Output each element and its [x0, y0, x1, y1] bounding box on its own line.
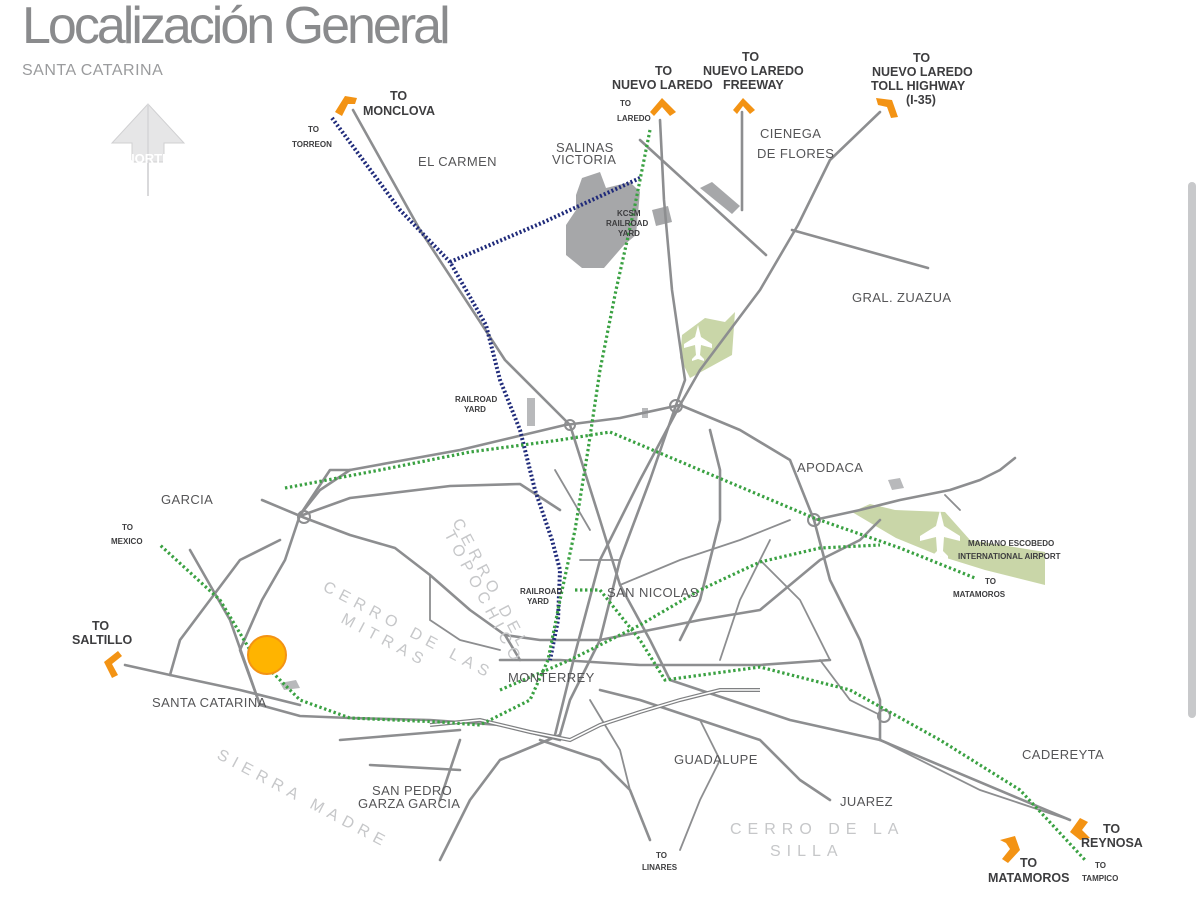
label-salinas-victoria-2: VICTORIA — [552, 152, 616, 167]
north-arrow-icon: NORTE — [110, 103, 186, 196]
dir-reynosa-2: REYNOSA — [1081, 836, 1143, 850]
airplane-icon — [920, 510, 960, 559]
kcsm-yard-2: RAILROAD — [606, 219, 648, 228]
interchange-icon — [297, 399, 891, 723]
airport-label-1: MARIANO ESCOBEDO — [968, 539, 1054, 548]
label-santa-catarina: SANTA CATARINA — [152, 695, 267, 710]
dir-torreon-1: TO — [308, 125, 319, 134]
dir-torreon-2: TORREON — [292, 140, 332, 149]
dir-monclova-1: TO — [390, 89, 407, 103]
airplane-icon — [684, 325, 712, 361]
label-juarez: JUAREZ — [840, 794, 893, 809]
railroad-yard-2-line1: RAILROAD — [520, 587, 562, 596]
label-apodaca: APODACA — [797, 460, 863, 475]
label-guadalupe: GUADALUPE — [674, 752, 758, 767]
dir-mexico-1: TO — [122, 523, 133, 532]
dir-nl-freeway-1: TO — [742, 50, 759, 64]
dir-nl-toll-3: TOLL HIGHWAY — [871, 79, 966, 93]
dir-nl-toll-4: (I-35) — [906, 93, 936, 107]
dir-linares-1: TO — [656, 851, 667, 860]
scrollbar[interactable] — [1188, 182, 1196, 718]
dir-linares-2: LINARES — [642, 863, 678, 872]
railroad-blue — [330, 116, 641, 661]
label-gral-zuazua: GRAL. ZUAZUA — [852, 290, 951, 305]
dir-laredo-2: LAREDO — [617, 114, 651, 123]
railroad-yard-1-line2: YARD — [464, 405, 486, 414]
kcsm-yard-1: KCSM — [617, 209, 641, 218]
label-cienega-1: CIENEGA — [760, 126, 821, 141]
airport-label-2: INTERNATIONAL AIRPORT — [958, 552, 1061, 561]
kcsm-yard-3: YARD — [618, 229, 640, 238]
dir-monclova-2: MONCLOVA — [363, 104, 435, 118]
label-san-nicolas: SAN NICOLAS — [607, 585, 699, 600]
label-monterrey: MONTERREY — [508, 670, 595, 685]
dir-nl-freeway-3: FREEWAY — [723, 78, 784, 92]
railroad-yard-2-line2: YARD — [527, 597, 549, 606]
dir-saltillo-2: SALTILLO — [72, 633, 132, 647]
dir-matamoros-rail-1: TO — [985, 577, 996, 586]
dir-nl-toll-1: TO — [913, 51, 930, 65]
dir-saltillo-1: TO — [92, 619, 109, 633]
railroad-green — [158, 129, 1087, 862]
label-san-pedro-1: SAN PEDRO — [372, 783, 452, 798]
dir-reynosa-1: TO — [1103, 822, 1120, 836]
label-garcia: GARCIA — [161, 492, 213, 507]
site-location-marker — [247, 635, 287, 675]
dir-matamoros-2: MATAMOROS — [988, 871, 1069, 885]
page-title: Localización General — [22, 0, 451, 55]
label-cadereyta: CADEREYTA — [1022, 747, 1104, 762]
dir-nuevo-laredo-1: TO — [655, 64, 672, 78]
compass-label: NORTE — [125, 151, 171, 166]
terrain-silla-line2: SILLA — [770, 843, 844, 860]
railroad-yard-1-line1: RAILROAD — [455, 395, 497, 404]
kcsm-yard-area — [566, 172, 740, 268]
small-yard-area — [280, 398, 904, 690]
road-network — [123, 108, 1072, 862]
label-cienega-2: DE FLORES — [757, 146, 834, 161]
dir-matamoros-rail-2: MATAMOROS — [953, 590, 1006, 599]
direction-arrow-icon — [104, 96, 1090, 863]
dir-nl-toll-2: NUEVO LAREDO — [872, 65, 973, 79]
facility-labels: KCSM RAILROAD YARD RAILROAD YARD RAILROA… — [455, 209, 1061, 606]
direction-labels: TO MONCLOVA TO TORREON TO NUEVO LAREDO T… — [72, 50, 1143, 885]
terrain-mitras-line1: CERRO DE LAS — [320, 579, 497, 684]
dir-laredo-1: TO — [620, 99, 631, 108]
dir-matamoros-1: TO — [1020, 856, 1037, 870]
label-san-pedro-2: GARZA GARCIA — [358, 796, 460, 811]
label-el-carmen: EL CARMEN — [418, 154, 497, 169]
label-salinas-victoria-1: SALINAS — [556, 140, 614, 155]
dir-tampico-1: TO — [1095, 861, 1106, 870]
terrain-silla-line1: CERRO DE LA — [730, 821, 904, 838]
dir-nuevo-laredo-2: NUEVO LAREDO — [612, 78, 713, 92]
dir-nl-freeway-2: NUEVO LAREDO — [703, 64, 804, 78]
place-labels: EL CARMEN SALINAS VICTORIA CIENEGA DE FL… — [152, 126, 1104, 811]
dir-tampico-2: TAMPICO — [1082, 874, 1118, 883]
dir-mexico-2: MEXICO — [111, 537, 143, 546]
page-subtitle: SANTA CATARINA — [22, 62, 164, 79]
river — [429, 688, 760, 743]
